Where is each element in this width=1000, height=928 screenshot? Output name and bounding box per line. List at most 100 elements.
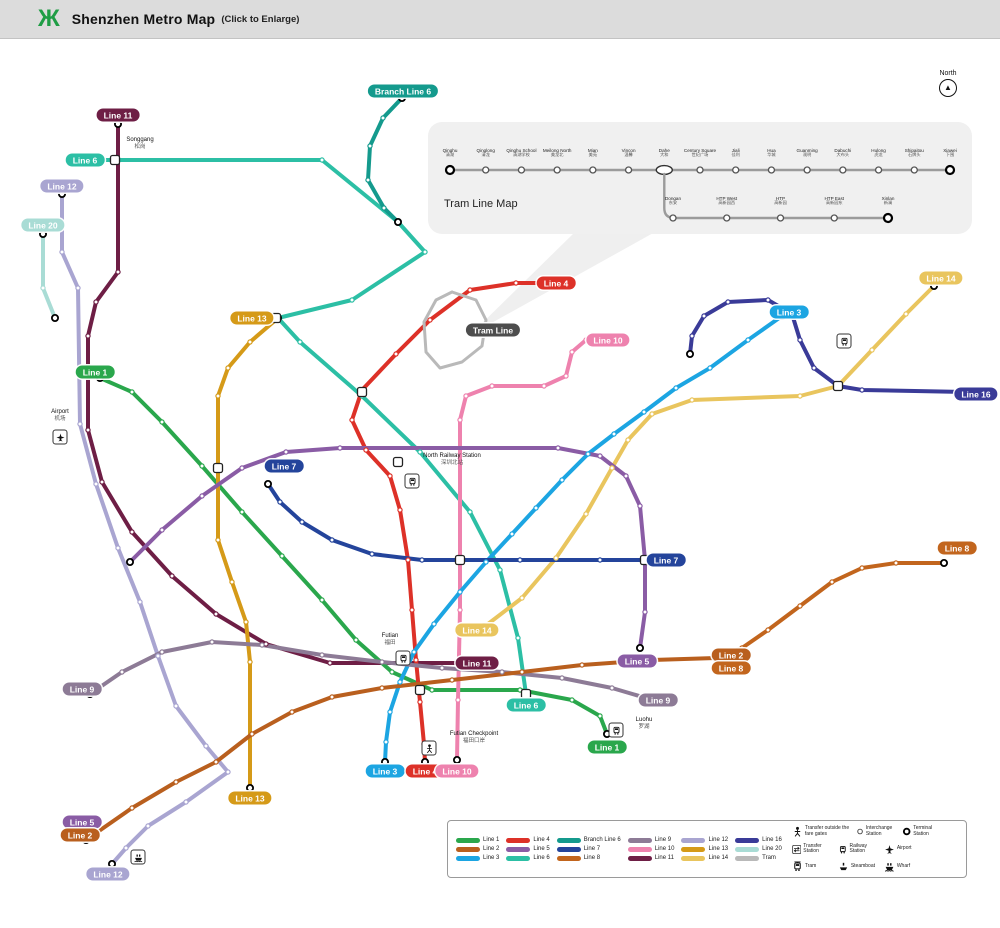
line-badge[interactable]: Line 5 bbox=[617, 654, 657, 668]
legend-line-item: Line 11 bbox=[627, 855, 675, 861]
tram-terminal-marker bbox=[882, 212, 894, 224]
legend-line-swatch bbox=[456, 837, 480, 843]
station-marker bbox=[419, 557, 425, 563]
line-badge[interactable]: Line 1 bbox=[587, 740, 627, 754]
line-badge[interactable]: Line 5 bbox=[62, 815, 102, 829]
terminal-station-marker bbox=[263, 479, 272, 488]
line-badge[interactable]: Line 1 bbox=[75, 365, 115, 379]
station-marker bbox=[229, 579, 235, 585]
station-marker bbox=[327, 660, 333, 666]
tram-station-marker bbox=[723, 214, 731, 222]
train-landmark bbox=[395, 650, 411, 666]
person-icon bbox=[426, 743, 432, 753]
metro-map-canvas[interactable]: Branch Line 6 Line 11 Line 6 Line 12 Line 20… bbox=[0, 38, 1000, 928]
legend-line-swatch bbox=[681, 855, 706, 861]
line-badge[interactable]: Line 12 bbox=[40, 179, 84, 193]
station-marker bbox=[349, 417, 355, 423]
tram-station-marker bbox=[589, 166, 597, 174]
station-marker bbox=[289, 709, 295, 715]
legend-line-item: Line 8 bbox=[556, 855, 621, 861]
terminal-station-marker bbox=[686, 349, 695, 358]
train-landmark bbox=[608, 722, 624, 738]
legend-line-swatch bbox=[627, 855, 652, 861]
page-title: Shenzhen Metro Map bbox=[71, 11, 216, 27]
legend-line-item: Tram bbox=[735, 855, 782, 861]
station-marker bbox=[811, 365, 817, 371]
line-badge[interactable]: Line 6 bbox=[506, 698, 546, 712]
station-marker bbox=[439, 665, 445, 671]
legend-symbol-label: Railway Station bbox=[849, 842, 867, 855]
line-badge[interactable]: Line 2 bbox=[60, 828, 100, 842]
station-marker bbox=[209, 639, 215, 645]
station-marker bbox=[277, 499, 283, 505]
station-marker bbox=[329, 694, 335, 700]
tram-station-marker bbox=[839, 166, 847, 174]
station-marker bbox=[75, 285, 81, 291]
line-badge[interactable]: Line 13 bbox=[228, 791, 272, 805]
line-badge[interactable]: Line 14 bbox=[455, 623, 499, 637]
line-badge[interactable]: Branch Line 6 bbox=[367, 84, 439, 98]
click-to-enlarge-hint[interactable]: (Click to Enlarge) bbox=[221, 13, 300, 25]
legend-line-swatch bbox=[627, 837, 652, 843]
legend-line-item: Line 5 bbox=[506, 846, 550, 852]
line-badge[interactable]: Line 13 bbox=[230, 311, 274, 325]
line-badge[interactable]: Line 7 bbox=[264, 459, 304, 473]
line-badge[interactable]: Tram Line bbox=[465, 323, 521, 337]
metro-line-path bbox=[88, 640, 648, 700]
terminal-station-marker bbox=[51, 313, 60, 322]
legend-symbol-label: Transfer Station bbox=[803, 842, 822, 855]
line-badge[interactable]: Line 3 bbox=[365, 764, 405, 778]
line-badge[interactable]: Line 3 bbox=[769, 305, 809, 319]
legend-line-label: Line 7 bbox=[583, 846, 601, 852]
station-marker bbox=[673, 385, 679, 391]
line-badge[interactable]: Line 9 bbox=[62, 682, 102, 696]
line-badge[interactable]: Line 12 bbox=[86, 867, 130, 881]
line-badge[interactable]: Line 14 bbox=[919, 271, 963, 285]
metro-line-path bbox=[128, 446, 647, 650]
line-badge[interactable]: Line 4 bbox=[536, 276, 576, 290]
station-marker bbox=[429, 687, 435, 693]
station-marker bbox=[427, 317, 433, 323]
line-badge[interactable]: Line 8 bbox=[711, 661, 751, 675]
line-badge[interactable]: Line 6 bbox=[65, 153, 105, 167]
legend-line-item: Line 3 bbox=[456, 855, 499, 861]
station-marker bbox=[563, 373, 569, 379]
station-marker bbox=[417, 449, 423, 455]
line-badge[interactable]: Line 10 bbox=[586, 333, 630, 347]
legend-line-label: Branch Line 6 bbox=[583, 837, 621, 843]
tram-station-marker bbox=[553, 166, 561, 174]
legend-line-item: Line 2 bbox=[456, 846, 499, 852]
line-badge[interactable]: Line 7 bbox=[646, 553, 686, 567]
station-marker bbox=[555, 445, 561, 451]
train-landmark bbox=[404, 473, 420, 489]
station-marker bbox=[519, 595, 525, 601]
metro-line-path bbox=[350, 281, 550, 764]
line-badge[interactable]: Line 16 bbox=[954, 387, 998, 401]
line-badge[interactable]: Line 11 bbox=[96, 108, 140, 122]
header: Ж Shenzhen Metro Map (Click to Enlarge) bbox=[0, 0, 1000, 39]
line-badge[interactable]: Line 2 bbox=[711, 648, 751, 662]
line-badge[interactable]: Line 20 bbox=[21, 218, 65, 232]
station-marker bbox=[169, 573, 175, 579]
line-badge[interactable]: Line 9 bbox=[638, 693, 678, 707]
line-badge[interactable]: Line 10 bbox=[435, 764, 479, 778]
line-badge[interactable]: Line 8 bbox=[937, 541, 977, 555]
station-marker bbox=[353, 637, 359, 643]
line-badge[interactable]: Line 4 bbox=[405, 764, 445, 778]
tram-station-marker bbox=[732, 166, 740, 174]
tram-station-marker bbox=[517, 166, 526, 174]
legend-line-swatch bbox=[506, 837, 531, 843]
metro-line-path bbox=[98, 376, 609, 736]
station-marker bbox=[467, 287, 473, 293]
person-landmark bbox=[421, 740, 437, 756]
line-badge[interactable]: Line 11 bbox=[455, 656, 499, 670]
metro-line-path bbox=[41, 232, 57, 320]
